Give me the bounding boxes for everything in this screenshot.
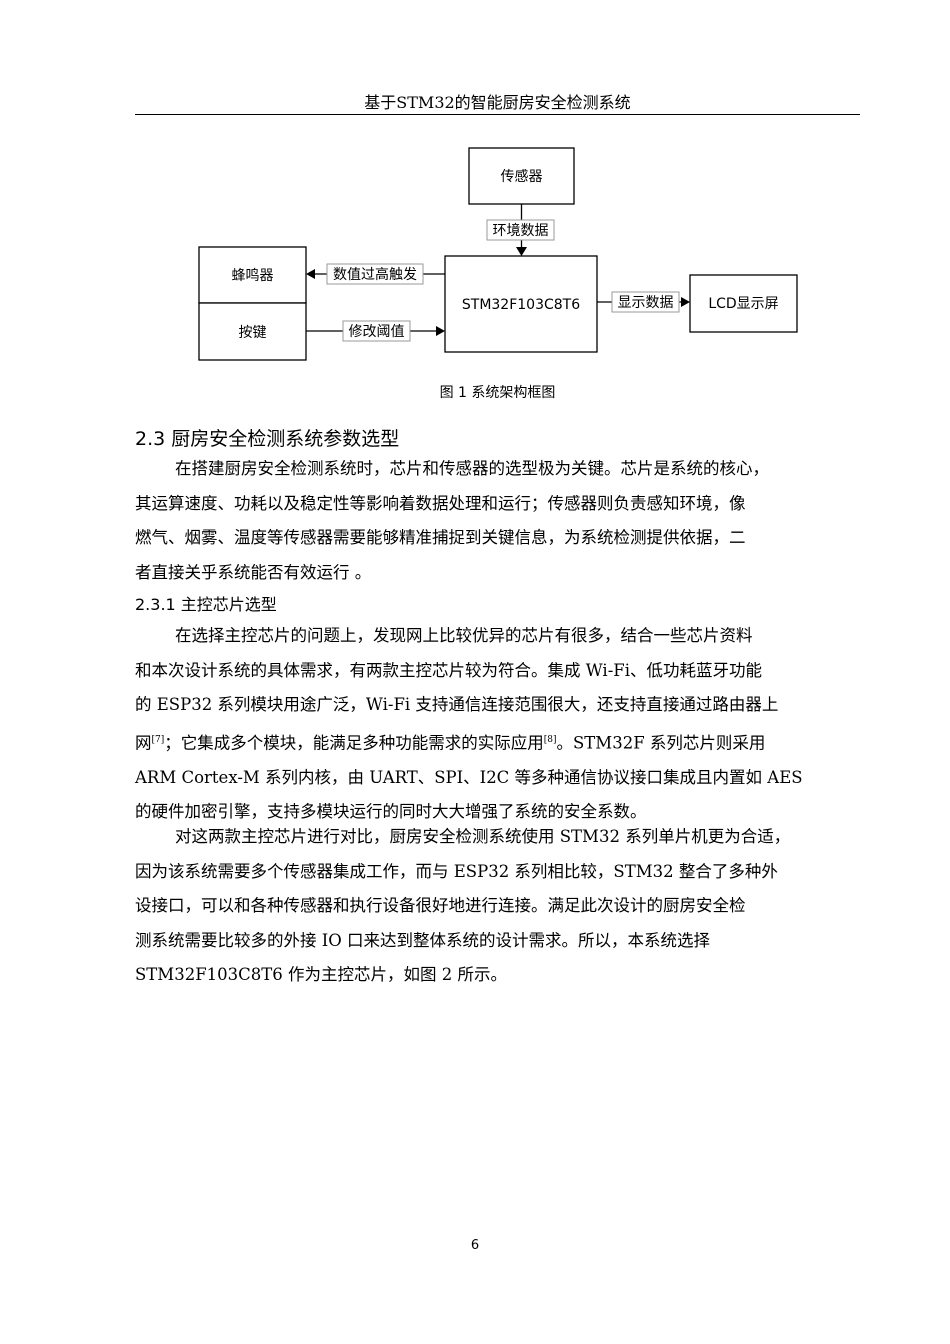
section-heading: 2.3 厨房安全检测系统参数选型 <box>135 428 400 450</box>
button-label: 按键 <box>239 325 267 341</box>
page-number: 6 <box>470 1238 480 1253</box>
mcu-box <box>444 255 598 353</box>
system-architecture-diagram: 传感器 环境数据 STM32F103C8T6 蜂鸣器 按键 数值过高触发 修改阈… <box>198 147 798 361</box>
para2-line: 的硬件加密引擎，支持多模块运行的同时大大增强了系统的安全系数。 <box>135 802 647 821</box>
modify-label-box <box>342 320 411 342</box>
para1-line: 燃气、烟雾、温度等传感器需要能够精准捕捉到关键信息，为系统检测提供依据，二 <box>135 528 746 547</box>
modify-arrow-head <box>436 326 445 336</box>
button-box <box>198 302 307 361</box>
lcd-box <box>689 274 798 333</box>
buzzer-label: 蜂鸣器 <box>232 267 274 284</box>
para2-line: 网[7]；它集成多个模块，能满足多种功能需求的实际应用[8]。STM32F 系列… <box>135 723 860 761</box>
env-data-label-box <box>486 219 555 241</box>
citation-8[interactable]: [8] <box>543 734 557 745</box>
para3-line: STM32F103C8T6 作为主控芯片，如图 2 所示。 <box>135 965 507 984</box>
para1-line: 其运算速度、功耗以及稳定性等影响着数据处理和运行；传感器则负责感知环境，像 <box>135 493 746 513</box>
paragraph-1: 在搭建厨房安全检测系统时，芯片和传感器的选型极为关键。芯片是系统的核心， 其运算… <box>135 452 860 590</box>
alarm-arrow-head <box>306 269 315 279</box>
para1-line: 者直接关乎系统能否有效运行 。 <box>135 562 372 582</box>
alarm-label-box <box>326 263 424 285</box>
sensor-arrow-head <box>516 247 527 256</box>
para3-line: 因为该系统需要多个传感器集成工作，而与 ESP32 系列相比较，STM32 整合… <box>135 861 778 881</box>
para2-text: ；它集成多个模块，能满足多种功能需求的实际应用 <box>164 733 544 752</box>
subsection-heading: 2.3.1 主控芯片选型 <box>135 595 277 614</box>
citation-7[interactable]: [7] <box>151 734 165 745</box>
paragraph-3: 对这两款主控芯片进行对比，厨房安全检测系统使用 STM32 系列单片机更为合适，… <box>135 820 860 993</box>
modify-label: 修改阈值 <box>349 324 405 340</box>
sensor-label: 传感器 <box>501 168 543 185</box>
buzzer-box <box>198 246 307 304</box>
para1-line: 在搭建厨房安全检测系统时，芯片和传感器的选型极为关键。芯片是系统的核心， <box>175 459 769 478</box>
para2-text: 网 <box>135 733 152 752</box>
env-data-label: 环境数据 <box>493 223 549 239</box>
para3-line: 设接口，可以和各种传感器和执行设备很好地进行连接。满足此次设计的厨房安全检 <box>135 896 746 915</box>
para2-line: 和本次设计系统的具体需求，有两款主控芯片较为符合。集成 Wi-Fi、低功耗蓝牙功… <box>135 660 762 680</box>
figure-caption: 图 1 系统架构框图 <box>439 385 556 401</box>
para3-line: 对这两款主控芯片进行对比，厨房安全检测系统使用 STM32 系列单片机更为合适， <box>175 827 791 846</box>
lcd-label: LCD显示屏 <box>708 296 778 312</box>
display-label: 显示数据 <box>618 295 674 311</box>
sensor-box <box>468 147 575 205</box>
running-header: 基于STM32的智能厨房安全检测系统 <box>135 92 860 115</box>
para3-line: 测系统需要比较多的外接 IO 口来达到整体系统的设计需求。所以，本系统选择 <box>135 930 711 950</box>
paragraph-2: 在选择主控芯片的问题上，发现网上比较优异的芯片有很多，结合一些芯片资料 和本次设… <box>135 619 860 830</box>
display-arrow-head <box>681 297 690 307</box>
display-label-box <box>611 291 680 313</box>
para2-line: 在选择主控芯片的问题上，发现网上比较优异的芯片有很多，结合一些芯片资料 <box>175 626 753 645</box>
mcu-label: STM32F103C8T6 <box>462 297 580 313</box>
para2-line: ARM Cortex-M 系列内核，由 UART、SPI、I2C 等多种通信协议… <box>135 767 803 787</box>
para2-text: 。STM32F 系列芯片则采用 <box>556 733 766 752</box>
alarm-label: 数值过高触发 <box>333 266 417 283</box>
para2-line: 的 ESP32 系列模块用途广泛，Wi-Fi 支持通信连接范围很大，还支持直接通… <box>135 695 779 714</box>
